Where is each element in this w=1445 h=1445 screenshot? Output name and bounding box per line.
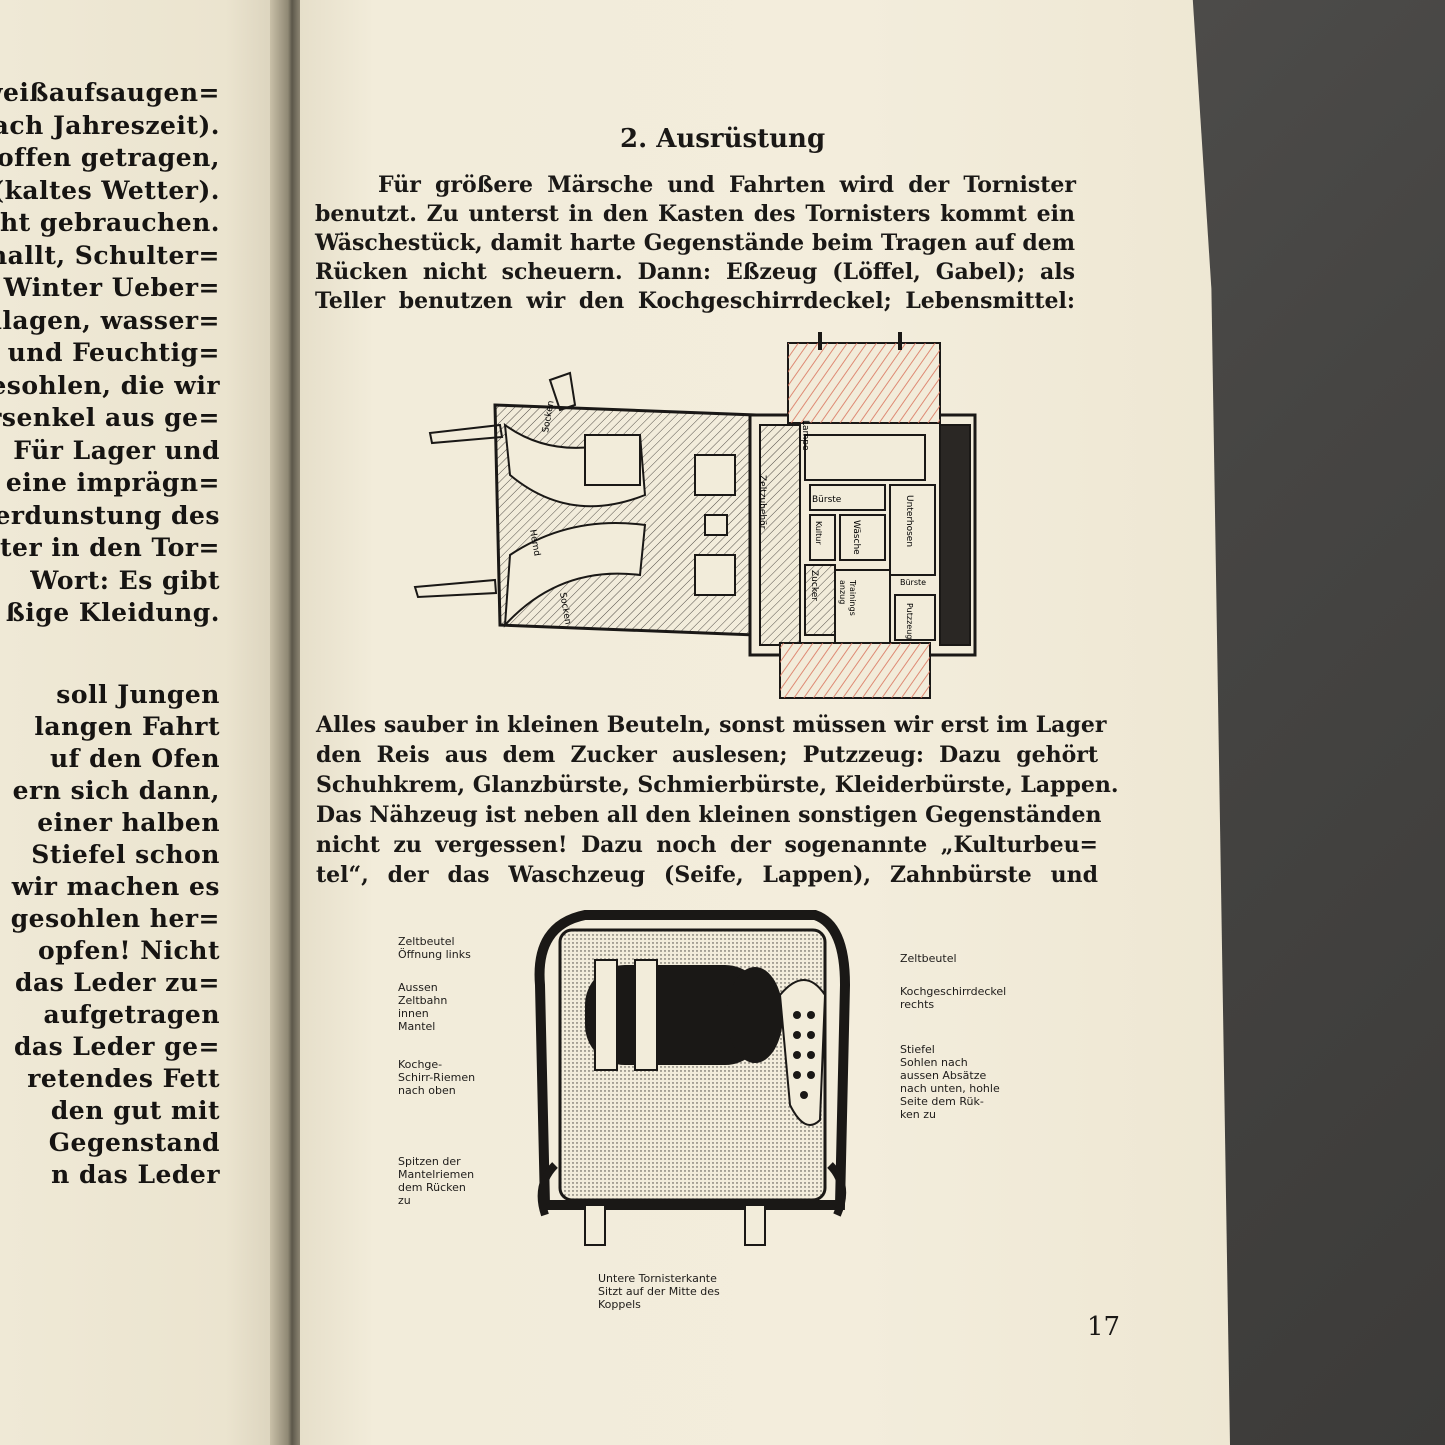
backpack-open-drawing: Socken Hemd Socken Zeltzubehör Lampe Bür…: [413, 332, 977, 699]
label-hemd: Hemd: [527, 529, 542, 557]
left-page-line: schlagen, wasser=: [0, 305, 220, 335]
label-waesche: Wäsche: [851, 520, 861, 555]
left-page-line: nach Jahreszeit).: [0, 110, 220, 140]
label-zeltbeutel-links: Zeltbeutel Öffnung links: [398, 935, 471, 961]
left-page-line: langen Fahrt: [34, 712, 220, 741]
label-buerste: Bürste: [812, 495, 842, 505]
left-page-line: aufgetragen: [43, 1000, 220, 1029]
left-page-line: ter in den Tor=: [0, 533, 220, 562]
label-kochgeschirr-riemen: Kochge- Schirr-Riemen nach oben: [398, 1058, 476, 1097]
label-buerste-2: Bürste: [900, 578, 926, 587]
body-text-line: tel“, der das Waschzeug (Seife, Lappen),…: [316, 862, 1098, 888]
backpack-open-illustration: Socken Hemd Socken Zeltzubehör Lampe Bür…: [410, 325, 990, 705]
label-unterhosen: Unterhosen: [904, 495, 914, 547]
left-page-line: er eine imprägn=: [0, 468, 220, 497]
left-page-line: Stiefel schon: [31, 840, 220, 869]
label-kochgeschirrdeckel: Kochgeschirrdeckel rechts: [900, 985, 1007, 1011]
left-page-line: n das Leder: [51, 1160, 220, 1189]
left-page-line: irsenkel aus ge=: [0, 403, 220, 432]
body-text-line: Alles sauber in kleinen Beuteln, sonst m…: [316, 712, 1107, 738]
label-aussen-zeltbahn: Aussen Zeltbahn innen Mantel: [398, 981, 448, 1033]
left-page-line: den gut mit: [50, 1096, 220, 1125]
body-text-line: Das Nähzeug ist neben all den kleinen so…: [316, 802, 1102, 828]
label-stiefel: Stiefel Sohlen nach aussen Absätze nach …: [900, 1043, 1000, 1121]
left-page: schweißaufsaugen= nach Jahreszeit). rd off…: [0, 0, 282, 1445]
backpack-packed-illustration: [515, 905, 865, 1265]
left-page-line: Winter Ueber=: [3, 273, 220, 302]
left-page-line: Verdunstung des: [0, 500, 220, 530]
body-text-line: nicht zu vergessen! Dazu noch der sogena…: [316, 832, 1098, 858]
left-page-line: einer halben: [37, 808, 220, 837]
left-page-line: das Leder zu=: [14, 968, 220, 997]
body-text-line: benutzt. Zu unterst in den Kasten des To…: [315, 201, 1075, 227]
left-page-line: retendes Fett: [27, 1064, 220, 1093]
left-page-line: wir machen es: [11, 872, 220, 901]
left-page-line: ern sich dann,: [12, 776, 220, 805]
left-page-line: nicht gebrauchen.: [0, 208, 220, 237]
label-kultur: Kultur: [814, 521, 823, 545]
left-page-line: (kaltes Wetter).: [0, 175, 220, 205]
left-page-line: gesohlen her=: [10, 904, 220, 933]
label-zucker: Zucker: [809, 570, 819, 601]
section-heading: 2. Ausrüstung: [620, 124, 826, 154]
label-spitzen-mantelriemen: Spitzen der Mantelriemen dem Rücken zu: [398, 1155, 475, 1207]
body-text-line: Schuhkrem, Glanzbürste, Schmierbürste, K…: [316, 772, 1119, 798]
label-lampe: Lampe: [800, 420, 810, 451]
label-trainingsanzug: Trainingsanzug: [838, 579, 857, 616]
left-page-line: das Leder ge=: [13, 1032, 220, 1061]
left-page-line: opfen! Nicht: [38, 936, 220, 965]
body-text-line: den Reis aus dem Zucker auslesen; Putzze…: [316, 742, 1098, 768]
left-page-line: esohlen, die wir: [0, 370, 220, 400]
body-text-line: Teller benutzen wir den Kochgeschirrdeck…: [315, 288, 1075, 314]
left-page-line: rd offen getragen,: [0, 143, 220, 172]
page-number: 17: [1087, 1312, 1121, 1342]
left-page-line: ee und Feuchtig=: [0, 338, 220, 367]
left-page-line: soll Jungen: [56, 680, 220, 709]
label-untere-tornisterkante: Untere Tornisterkante Sitzt auf der Mitt…: [598, 1272, 720, 1311]
label-zeltzubehoer: Zeltzubehör: [757, 475, 767, 530]
body-text-line: Für größere Märsche und Fahrten wird der…: [378, 172, 1076, 198]
body-text-line: Wäschestück, damit harte Gegenstände bei…: [315, 230, 1075, 256]
backpack-packed-drawing: [534, 910, 851, 1246]
left-page-line: uf den Ofen: [49, 744, 220, 773]
left-page-line: hnallt, Schulter=: [0, 240, 220, 270]
left-page-line: Gegenstand: [48, 1128, 220, 1157]
body-text-line: Rücken nicht scheuern. Dann: Eßzeug (Löf…: [315, 259, 1075, 285]
left-page-line: Für Lager und: [13, 435, 220, 465]
label-zeltbeutel-right: Zeltbeutel: [900, 952, 957, 965]
left-page-line: Wort: Es gibt: [30, 565, 220, 595]
left-page-line: ßige Kleidung.: [5, 598, 220, 627]
left-page-line: schweißaufsaugen=: [0, 78, 220, 107]
label-putzzeug: Putzzeug: [905, 603, 914, 639]
